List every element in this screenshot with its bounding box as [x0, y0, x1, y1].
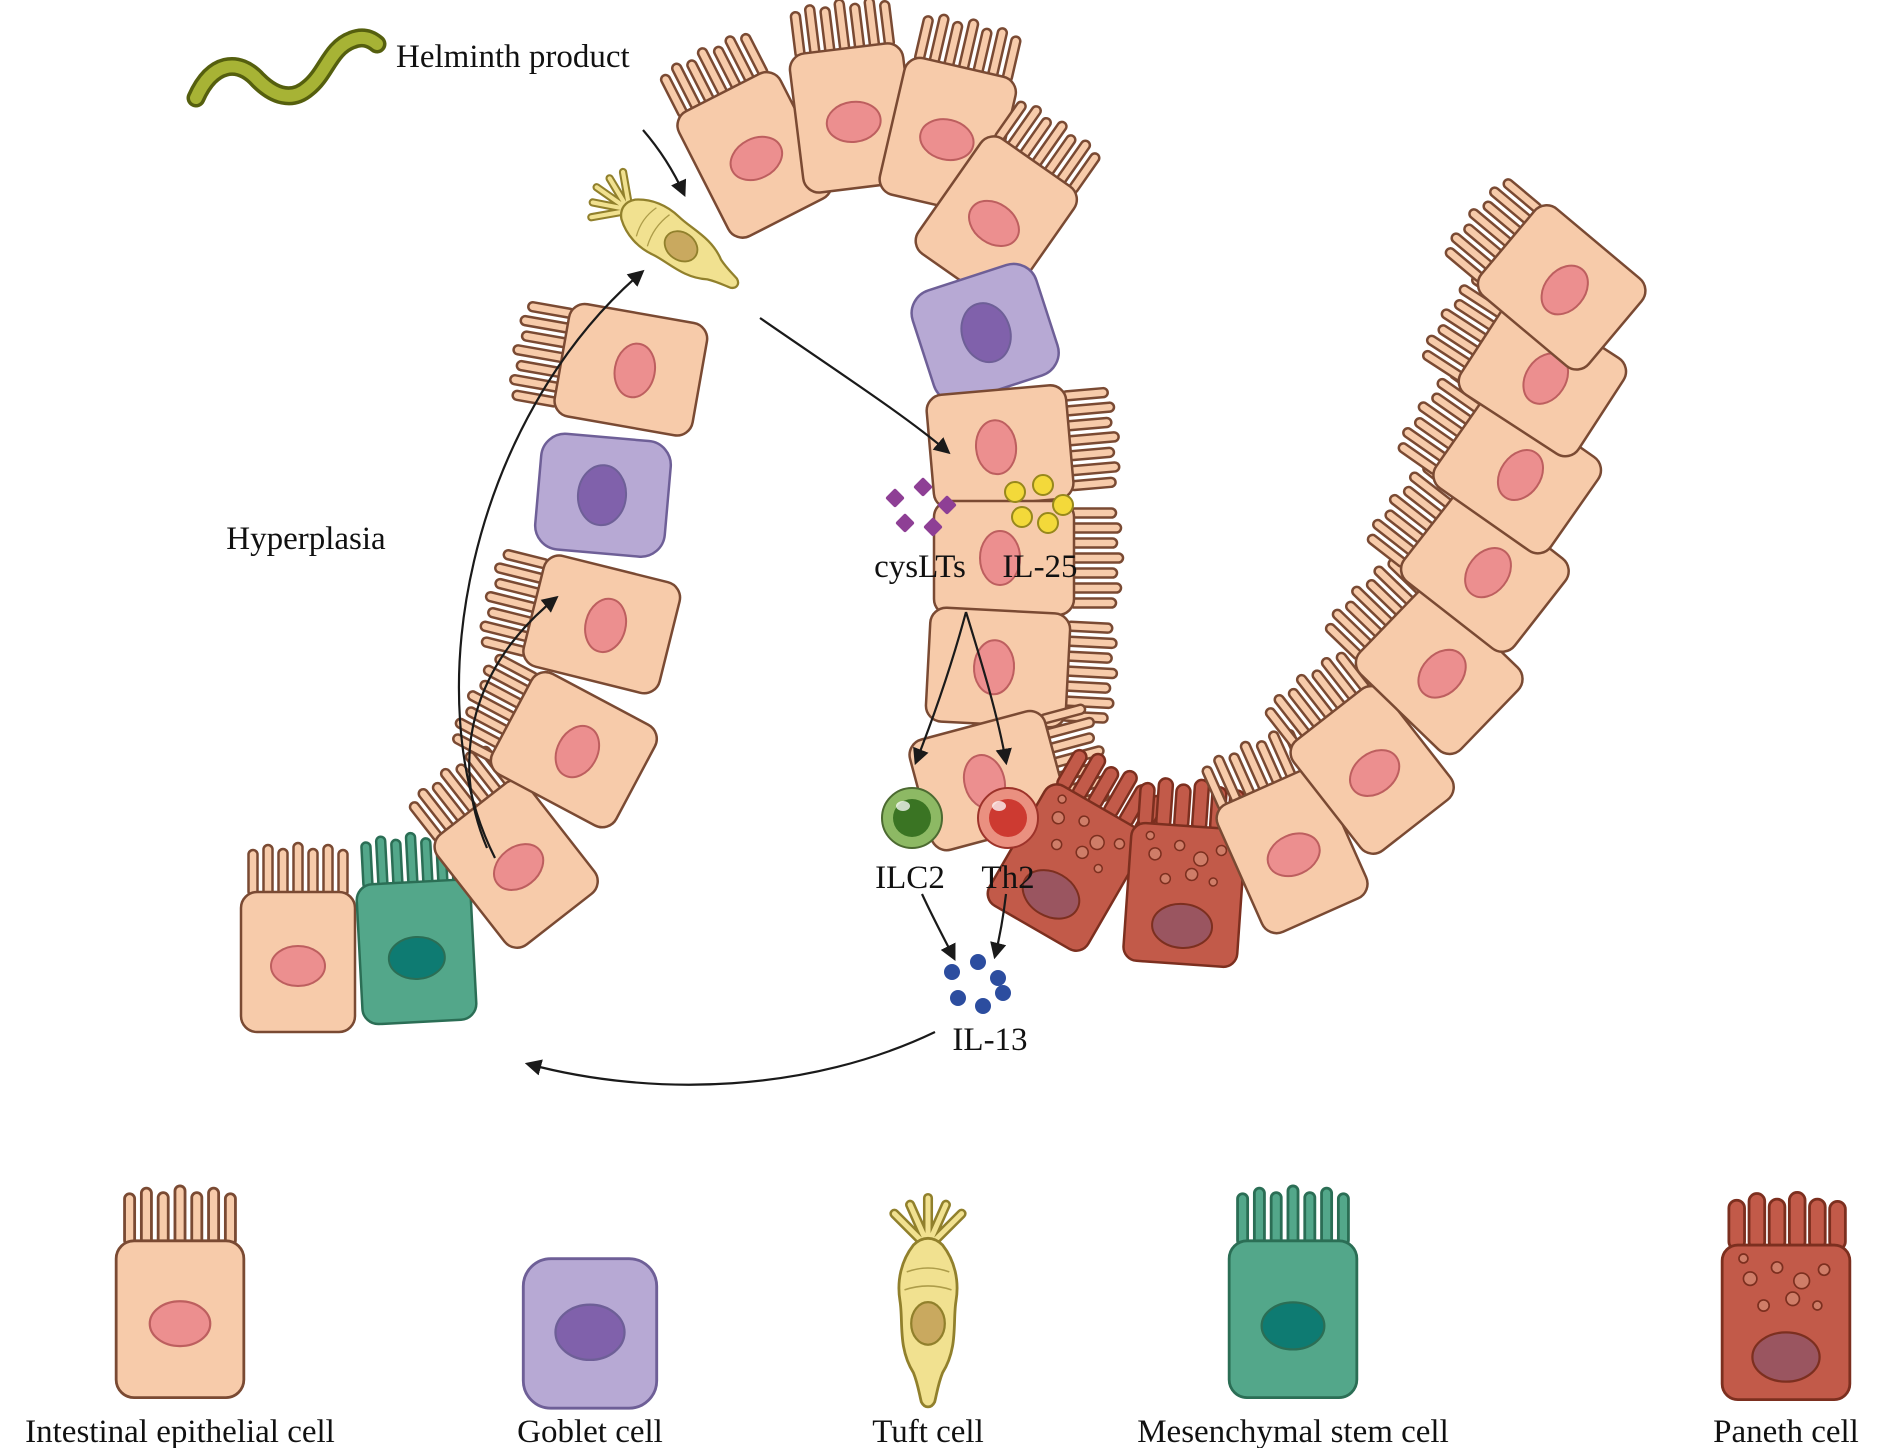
il13-molecule: [995, 985, 1011, 1001]
ilc2-highlight: [896, 801, 910, 811]
cysLTs-molecule: [937, 495, 957, 515]
arrow-molecules-to-th2: [964, 611, 1012, 766]
il13-molecule: [970, 954, 986, 970]
hyperplasia-label: Hyperplasia: [226, 521, 386, 557]
il25-molecule: [1011, 506, 1033, 528]
paneth-cell-icon: [1722, 1192, 1850, 1399]
arrow-helminth-to-tuft-cell: [642, 129, 687, 198]
legend-item-paneth-cell: Paneth cell: [1713, 1192, 1859, 1448]
goblet-cell-icon: [521, 1257, 659, 1410]
arrow-hyperplasia-to-crypt: [468, 595, 559, 849]
il13-molecule: [990, 970, 1006, 986]
legend-label-epithelial: Intestinal epithelial cell: [25, 1414, 335, 1448]
arrow-molecules-to-ilc2: [913, 611, 968, 766]
tissue-epithelial-cell: [241, 843, 355, 1032]
ilc2-label: ILC2: [875, 860, 945, 896]
ilc2-cell: [881, 787, 943, 849]
il13-molecule: [944, 964, 960, 980]
th2-highlight: [992, 801, 1006, 811]
arrows: [457, 129, 1012, 1086]
legend-label-goblet: Goblet cell: [517, 1414, 663, 1448]
mesenchymal-stem-cell-icon: [1229, 1186, 1357, 1398]
th2-label: Th2: [981, 860, 1034, 896]
arrow-il13-to-epithelium: [524, 1031, 936, 1086]
il25-molecule: [1032, 474, 1054, 496]
th2-cell: [977, 787, 1039, 849]
tissue-goblet-cell: [531, 430, 675, 560]
il25-label: IL-25: [1002, 549, 1077, 585]
tissue-epithelial-cell: [504, 293, 710, 438]
cysLTs-molecule: [913, 477, 933, 497]
arrow-tuft-to-molecules: [759, 317, 951, 455]
tuft-cell-icon: [894, 1198, 961, 1407]
arrow-ilc2-to-il13: [921, 893, 956, 961]
il25-molecules: [1004, 474, 1074, 534]
il13-molecule: [975, 998, 991, 1014]
intestinal-epithelial-cell-icon: [116, 1186, 244, 1398]
il25-molecule: [1052, 494, 1074, 516]
il13-label: IL-13: [952, 1022, 1027, 1058]
legend-item-goblet-cell: Goblet cell: [517, 1257, 663, 1448]
legend-label-tuft: Tuft cell: [872, 1414, 984, 1448]
helminth-icon: [186, 28, 387, 108]
legend-label-mesenchymal: Mesenchymal stem cell: [1137, 1414, 1449, 1448]
helminth-product-label: Helminth product: [396, 39, 630, 75]
cysLTs-molecule: [885, 488, 905, 508]
legend: Intestinal epithelial cell Goblet cell T…: [25, 1186, 1859, 1448]
cysLTs-molecule: [923, 517, 943, 537]
cysLTs-molecule: [895, 513, 915, 533]
legend-item-intestinal-epithelial-cell: Intestinal epithelial cell: [25, 1186, 335, 1448]
cysLTs-molecules: [885, 477, 957, 537]
legend-item-tuft-cell: Tuft cell: [872, 1198, 984, 1448]
il25-molecule: [1037, 512, 1059, 534]
il13-molecule: [950, 990, 966, 1006]
arrow-th2-to-il13: [990, 893, 1008, 960]
cysLTs-label: cysLTs: [874, 549, 966, 585]
legend-label-paneth: Paneth cell: [1713, 1414, 1859, 1448]
il25-molecule: [1004, 481, 1026, 503]
intestinal-epithelium: [241, 0, 1652, 1032]
il13-molecules: [944, 954, 1011, 1014]
legend-item-mesenchymal-stem-cell: Mesenchymal stem cell: [1137, 1186, 1449, 1448]
